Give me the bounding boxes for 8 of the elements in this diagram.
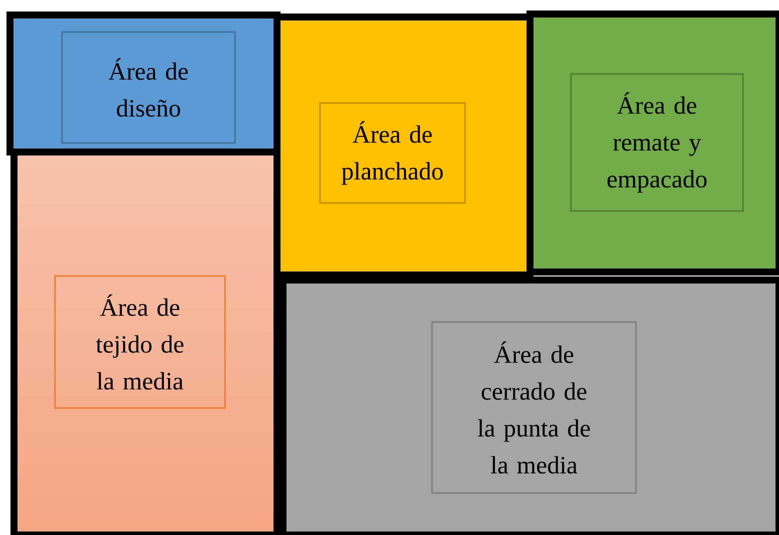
area-block <box>280 276 779 535</box>
label-box: Área de cerrado de la punta de la media <box>431 321 637 494</box>
label-box: Área de remate y empacado <box>570 73 744 212</box>
area-block <box>6 12 280 156</box>
label-box: Área de tejido de la media <box>54 275 226 409</box>
label-box: Área de diseño <box>61 31 236 144</box>
label-box: Área de planchado <box>319 102 466 204</box>
area-block <box>526 10 779 276</box>
